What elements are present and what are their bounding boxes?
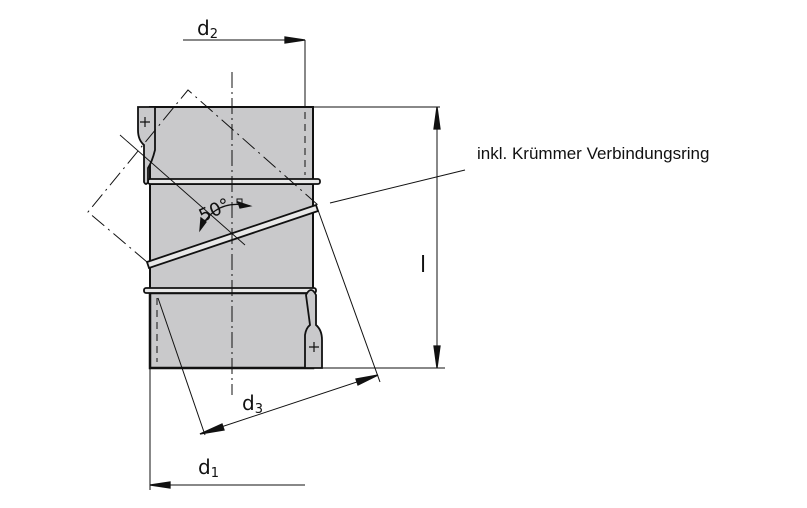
rotated-outline — [87, 89, 319, 263]
upper-ring — [147, 178, 321, 185]
d3-label: d3 — [242, 391, 263, 417]
d2-label: d2 — [197, 16, 218, 42]
lower-section — [148, 291, 315, 370]
note-leader — [329, 169, 466, 204]
top-tab — [137, 106, 156, 185]
connector-ring-note: inkl. Krümmer Verbindungsring — [477, 144, 710, 163]
lower-ring — [143, 287, 317, 294]
d1-label: d1 — [198, 455, 219, 481]
bottom-tab — [304, 289, 323, 369]
length-label: l — [420, 253, 426, 278]
